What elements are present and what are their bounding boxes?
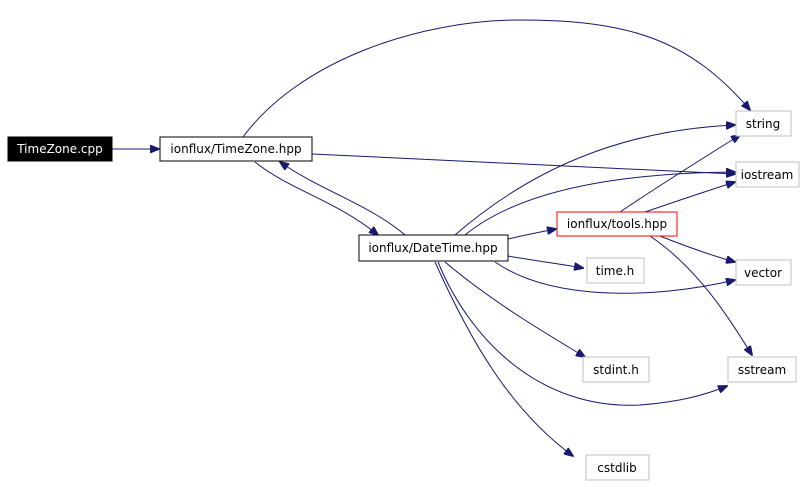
node-ionflux-timezone-hpp-label: ionflux/TimeZone.hpp (170, 142, 301, 156)
edge-datetime-hpp-to-iostream (464, 172, 735, 236)
node-sstream-label: sstream (738, 363, 786, 377)
node-time-h: time.h (586, 257, 645, 284)
node-ionflux-timezone-hpp[interactable]: ionflux/TimeZone.hpp (159, 136, 313, 162)
edge-tools-hpp-to-string (619, 135, 740, 213)
node-ionflux-datetime-hpp[interactable]: ionflux/DateTime.hpp (358, 234, 509, 262)
node-timezone-cpp-label: TimeZone.cpp (16, 142, 103, 156)
edge-tools-hpp-to-vector (659, 235, 735, 262)
node-ionflux-tools-hpp-label: ionflux/tools.hpp (567, 217, 667, 231)
node-timezone-cpp[interactable]: TimeZone.cpp (7, 136, 113, 162)
node-string: string (735, 110, 792, 137)
edge-datetime-hpp-to-cstdlib (434, 261, 573, 456)
node-iostream: iostream (735, 161, 800, 188)
edge-datetime-hpp-to-time-h (507, 255, 583, 268)
node-cstdlib-label: cstdlib (597, 461, 636, 475)
edge-timezone-hpp-to-iostream (311, 153, 735, 174)
node-stdint-h-label: stdint.h (593, 363, 639, 377)
node-string-label: string (746, 117, 780, 131)
edge-datetime-hpp-to-sstream (437, 261, 727, 406)
node-ionflux-tools-hpp[interactable]: ionflux/tools.hpp (556, 211, 678, 237)
node-vector: vector (735, 259, 792, 286)
edge-datetime-hpp-to-vector (494, 261, 735, 294)
node-ionflux-datetime-hpp-label: ionflux/DateTime.hpp (368, 241, 497, 255)
edge-timezone-hpp-to-datetime-hpp (254, 161, 378, 235)
node-sstream: sstream (727, 356, 797, 383)
edge-datetime-hpp-to-tools-hpp (507, 229, 556, 240)
node-time-h-label: time.h (596, 264, 635, 278)
edge-timezone-hpp-to-string (242, 19, 750, 138)
edge-datetime-hpp-to-stdint-h (444, 261, 585, 357)
edge-datetime-hpp-to-timezone-hpp (280, 162, 406, 236)
node-stdint-h: stdint.h (582, 356, 650, 383)
edge-tools-hpp-to-iostream (644, 182, 735, 213)
edge-datetime-hpp-to-string (454, 125, 735, 236)
edge-tools-hpp-to-sstream (649, 235, 752, 355)
node-cstdlib: cstdlib (585, 454, 650, 481)
node-vector-label: vector (744, 266, 782, 280)
node-iostream-label: iostream (741, 168, 794, 182)
